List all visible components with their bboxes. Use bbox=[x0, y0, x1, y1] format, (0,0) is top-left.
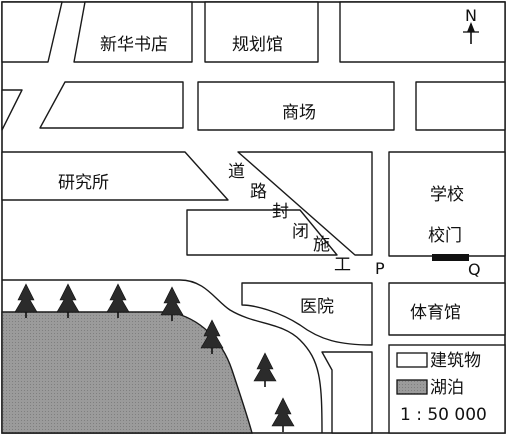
point-p-label: P bbox=[375, 259, 385, 278]
xinhua-bookstore-label: 新华书店 bbox=[100, 35, 168, 55]
xinhua-bookstore-building bbox=[73, 1, 193, 63]
road-closure-char-5: 施 bbox=[313, 235, 330, 255]
school-gate-label: 校门 bbox=[428, 226, 462, 246]
school-gate-marker bbox=[432, 254, 469, 261]
tree-icon bbox=[271, 397, 295, 432]
top-right-block bbox=[339, 1, 506, 63]
mall-label: 商场 bbox=[282, 103, 316, 123]
scale-label: 1 : 50 000 bbox=[400, 405, 487, 425]
tree-icon bbox=[106, 283, 130, 318]
tree-icon bbox=[160, 286, 184, 321]
school-label: 学校 bbox=[430, 185, 464, 205]
legend-building-label: 建筑物 bbox=[430, 351, 481, 371]
legend-lake-swatch bbox=[396, 379, 428, 395]
gymnasium-label: 体育馆 bbox=[410, 303, 461, 323]
road-closure-char-3: 封 bbox=[272, 202, 289, 222]
road-closure-char-4: 闭 bbox=[292, 222, 309, 242]
lower-road-edge bbox=[2, 279, 323, 434]
legend-building-swatch bbox=[396, 352, 428, 368]
school-building bbox=[388, 151, 506, 257]
road-closure-char-2: 路 bbox=[250, 182, 267, 202]
tree-icon bbox=[56, 283, 80, 318]
hospital-building bbox=[241, 282, 373, 346]
north-label: N bbox=[465, 6, 477, 25]
legend-lake-label: 湖泊 bbox=[430, 378, 464, 398]
slanted-block bbox=[39, 81, 184, 129]
lake bbox=[1, 311, 253, 434]
point-q-label: Q bbox=[468, 260, 481, 279]
left-triangle-block bbox=[1, 89, 23, 131]
planning-hall-label: 规划馆 bbox=[232, 35, 283, 55]
hospital-label: 医院 bbox=[300, 297, 334, 317]
road-closure-char-6: 工 bbox=[334, 255, 351, 275]
corner-block bbox=[1, 1, 63, 63]
lower-narrow-block bbox=[321, 351, 373, 434]
small-slanted-block bbox=[186, 209, 338, 256]
right-mid-block bbox=[415, 81, 506, 131]
closed-road-block bbox=[237, 151, 373, 256]
research-institute-label: 研究所 bbox=[58, 173, 109, 193]
tree-icon bbox=[200, 319, 224, 354]
tree-icon bbox=[14, 283, 38, 318]
research-institute-building bbox=[1, 151, 229, 201]
north-arrow-icon bbox=[463, 22, 479, 44]
mall-building bbox=[197, 81, 395, 131]
road-closure-char-1: 道 bbox=[228, 162, 245, 182]
tree-icon bbox=[253, 352, 277, 387]
gymnasium-building bbox=[388, 282, 506, 336]
planning-hall-building bbox=[204, 1, 319, 63]
